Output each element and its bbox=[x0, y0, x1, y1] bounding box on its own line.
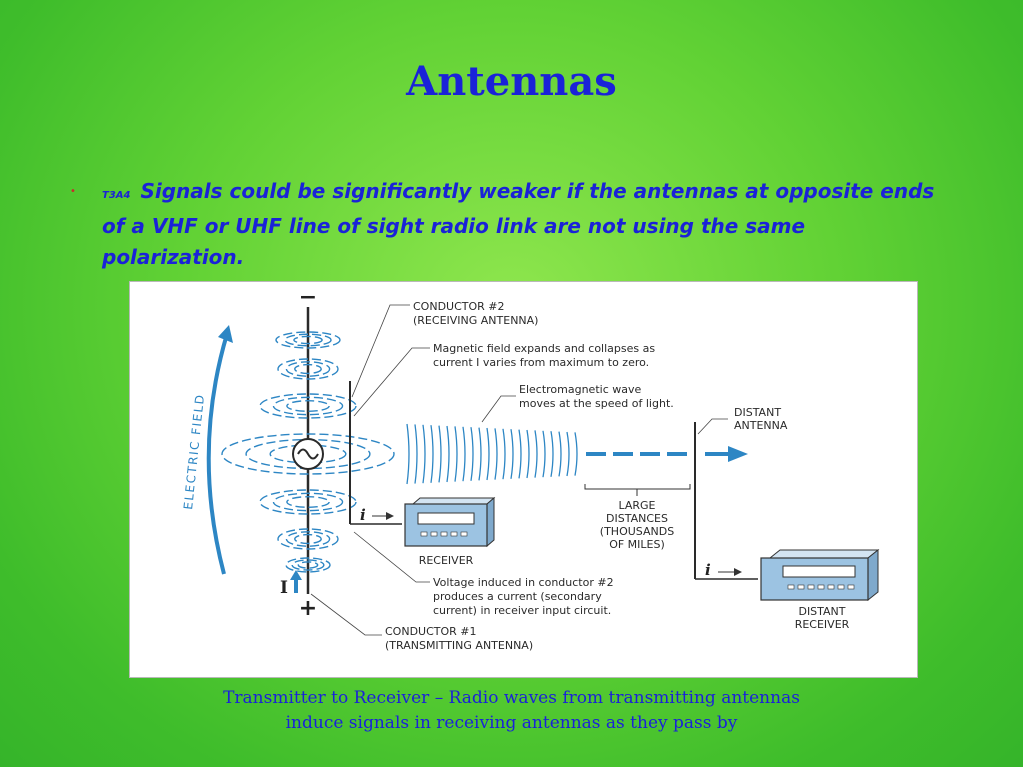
current-arrow-icon bbox=[290, 570, 302, 580]
receiver-label: RECEIVER bbox=[419, 554, 474, 567]
wave-front bbox=[486, 427, 490, 481]
field-ring bbox=[259, 393, 357, 419]
voltage-label-3: current) in receiver input circuit. bbox=[433, 604, 611, 617]
field-ring bbox=[286, 496, 330, 508]
antenna-diagram: − + I ELECTRIC FIELD i RECEIVER i bbox=[129, 281, 918, 678]
conductor1-label-1: CONDUCTOR #1 bbox=[385, 625, 477, 638]
wave-front bbox=[502, 428, 506, 480]
voltage-leader bbox=[353, 531, 430, 583]
sine-wave-icon bbox=[297, 448, 319, 460]
large-distances-label-1: LARGE bbox=[618, 499, 655, 512]
diagram-svg: − + I ELECTRIC FIELD i RECEIVER i bbox=[181, 284, 880, 652]
em-wave-label-2: moves at the speed of light. bbox=[519, 397, 674, 410]
field-ring bbox=[293, 335, 323, 345]
distant-antenna-label-2: ANTENNA bbox=[734, 419, 788, 432]
bullet-text: Signals could be significantly weaker if… bbox=[102, 179, 935, 269]
receiver-device bbox=[404, 496, 496, 548]
field-ring bbox=[294, 533, 322, 545]
conductor2-label-1: CONDUCTOR #2 bbox=[413, 300, 505, 313]
electric-field-arrowhead-icon bbox=[218, 325, 233, 343]
distant-antenna-leader bbox=[697, 418, 728, 435]
figure-caption: Transmitter to Receiver – Radio waves fr… bbox=[0, 686, 1023, 736]
wave-front bbox=[534, 430, 538, 478]
electromagnetic-wave-lines bbox=[406, 423, 578, 485]
field-ring bbox=[275, 331, 341, 349]
caption-line-2: induce signals in receiving antennas as … bbox=[285, 713, 738, 733]
wave-front bbox=[422, 424, 426, 484]
wave-front bbox=[574, 432, 578, 476]
field-ring bbox=[285, 557, 331, 573]
distant-receiver-label-1: DISTANT bbox=[798, 605, 845, 618]
wave-front bbox=[478, 427, 482, 481]
distant-current-label: i bbox=[705, 561, 711, 579]
plus-sign: + bbox=[299, 596, 317, 621]
wave-front bbox=[446, 425, 450, 483]
wave-front bbox=[566, 431, 570, 477]
em-wave-label-1: Electromagnetic wave bbox=[519, 383, 641, 396]
wave-direction-arrow-icon bbox=[728, 446, 748, 462]
large-distances-label-2: DISTANCES bbox=[606, 512, 668, 525]
slide-title: Antennas bbox=[406, 58, 617, 105]
wave-front bbox=[518, 429, 522, 479]
wave-front bbox=[438, 425, 442, 483]
field-ring bbox=[285, 361, 331, 377]
wave-front bbox=[470, 427, 474, 481]
wave-front bbox=[430, 425, 434, 483]
conductor2-leader bbox=[351, 304, 410, 398]
field-ring bbox=[272, 396, 344, 416]
distance-bracket bbox=[584, 484, 691, 490]
electric-field-label: ELECTRIC FIELD bbox=[181, 393, 207, 510]
magnetic-label-1: Magnetic field expands and collapses as bbox=[433, 342, 655, 355]
electric-field-arrow bbox=[206, 333, 229, 575]
field-ring bbox=[284, 333, 332, 347]
minus-sign: − bbox=[299, 284, 317, 310]
field-ring bbox=[294, 363, 322, 375]
bullet-dot: • bbox=[70, 186, 76, 197]
magnetic-label-2: current I varies from maximum to zero. bbox=[433, 356, 649, 369]
em-wave-leader bbox=[481, 395, 516, 423]
question-tag: T3A4 bbox=[102, 190, 131, 201]
wave-front bbox=[558, 431, 562, 477]
field-ring bbox=[285, 531, 331, 547]
caption-line-1: Transmitter to Receiver – Radio waves fr… bbox=[223, 688, 800, 708]
wave-front bbox=[494, 428, 498, 480]
wave-front bbox=[542, 430, 546, 478]
large-distances-label-4: OF MILES) bbox=[609, 538, 665, 551]
distant-antenna-label-1: DISTANT bbox=[734, 406, 781, 419]
current-label: I bbox=[280, 578, 288, 598]
field-ring bbox=[277, 528, 339, 550]
field-ring bbox=[221, 433, 395, 475]
field-ring bbox=[291, 559, 325, 571]
field-ring bbox=[272, 492, 344, 512]
wave-front bbox=[462, 426, 466, 482]
field-ring bbox=[286, 400, 330, 412]
wave-front bbox=[526, 429, 530, 479]
field-ring bbox=[297, 561, 319, 569]
field-ring bbox=[259, 489, 357, 515]
distant-receiver-device bbox=[760, 548, 880, 602]
wave-front bbox=[406, 423, 410, 485]
wave-front bbox=[454, 426, 458, 482]
distant-receiver-label-2: RECEIVER bbox=[795, 618, 850, 631]
voltage-label-2: produces a current (secondary bbox=[433, 590, 602, 603]
voltage-label-1: Voltage induced in conductor #2 bbox=[433, 576, 614, 589]
conductor1-leader bbox=[310, 593, 382, 636]
wave-front bbox=[510, 429, 514, 479]
conductor2-label-2: (RECEIVING ANTENNA) bbox=[413, 314, 538, 327]
field-ring bbox=[277, 358, 339, 380]
wave-front bbox=[414, 424, 418, 484]
magnetic-leader bbox=[353, 347, 430, 417]
large-distances-label-3: (THOUSANDS bbox=[600, 525, 674, 538]
conductor1-label-2: (TRANSMITTING ANTENNA) bbox=[385, 639, 533, 652]
wave-front bbox=[550, 431, 554, 477]
secondary-current-label: i bbox=[360, 506, 366, 524]
